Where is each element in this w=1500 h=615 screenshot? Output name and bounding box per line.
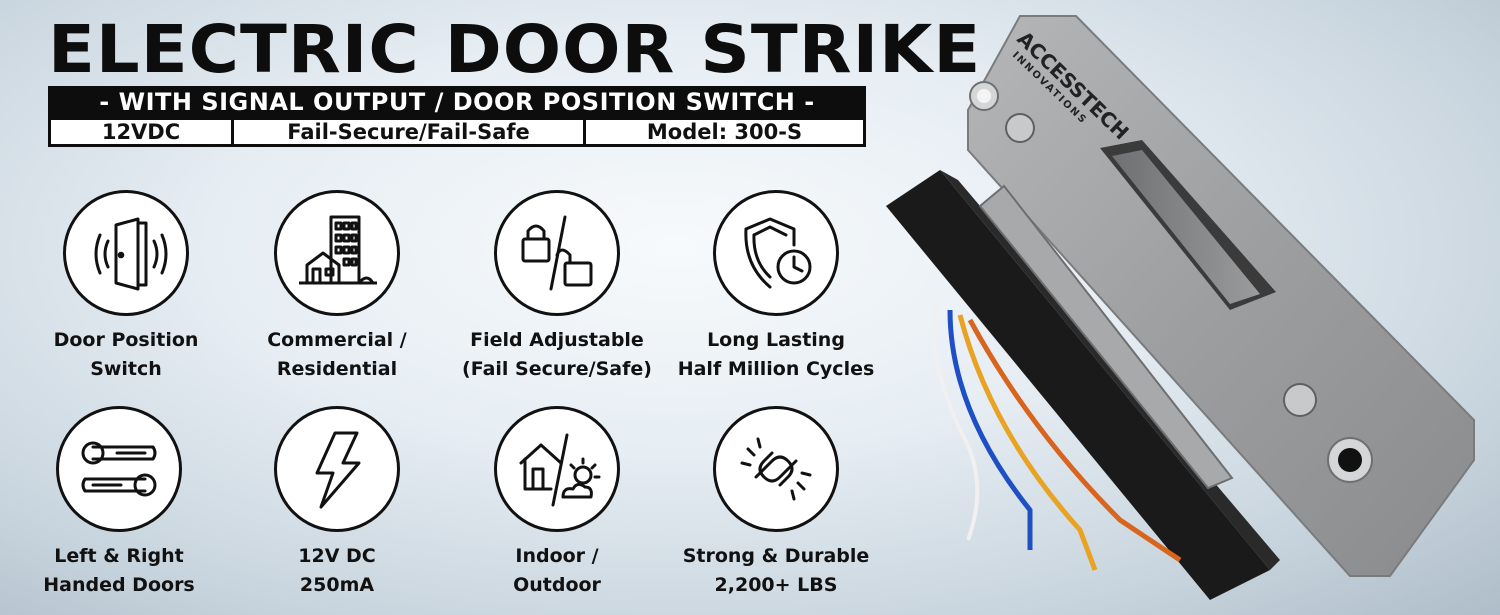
feature-line: 12V DC	[298, 545, 376, 567]
feature-power: 12V DC 250mA	[222, 406, 452, 600]
spec-model: Model: 300-S	[646, 120, 803, 144]
feature-indoor-outdoor: Indoor / Outdoor	[442, 406, 672, 600]
feature-commercial: Commercial / Residential	[222, 190, 452, 384]
feature-line: Left & Right	[54, 545, 184, 567]
padlocks-icon	[494, 190, 620, 316]
feature-line: Switch	[90, 358, 162, 380]
door-sensor-icon	[63, 190, 189, 316]
shield-clock-icon	[713, 190, 839, 316]
feature-line: Outdoor	[513, 574, 601, 596]
feature-line: 250mA	[299, 574, 375, 596]
feature-line: Strong & Durable	[682, 545, 870, 567]
lightning-icon	[274, 406, 400, 532]
feature-line: Long Lasting	[707, 329, 845, 351]
feature-line: Commercial /	[267, 329, 407, 351]
feature-line: Door Position	[53, 329, 199, 351]
chain-link-icon	[713, 406, 839, 532]
door-handles-icon	[56, 406, 182, 532]
door-strike-product: ACCESSTECH INNOVATIONS	[880, 10, 1490, 610]
feature-line: Field Adjustable	[470, 329, 644, 351]
feature-line: Indoor /	[515, 545, 599, 567]
house-sun-icon	[494, 406, 620, 532]
feature-strong: Strong & Durable 2,200+ LBS	[661, 406, 891, 600]
feature-line: Half Million Cycles	[677, 358, 875, 380]
page-title: ELECTRIC DOOR STRIKE	[48, 11, 982, 88]
feature-field-adjustable: Field Adjustable (Fail Secure/Safe)	[442, 190, 672, 384]
feature-line: Residential	[276, 358, 398, 380]
feature-line: 2,200+ LBS	[714, 574, 838, 596]
subtitle-bar: - WITH SIGNAL OUTPUT / DOOR POSITION SWI…	[48, 86, 866, 117]
feature-line: Handed Doors	[43, 574, 195, 596]
buildings-icon	[274, 190, 400, 316]
spec-mode: Fail-Secure/Fail-Safe	[234, 120, 586, 144]
spec-voltage: 12VDC	[51, 120, 234, 144]
feature-line: (Fail Secure/Safe)	[462, 358, 652, 380]
specs-row: 12VDC Fail-Secure/Fail-Safe Model: 300-S	[48, 117, 866, 147]
